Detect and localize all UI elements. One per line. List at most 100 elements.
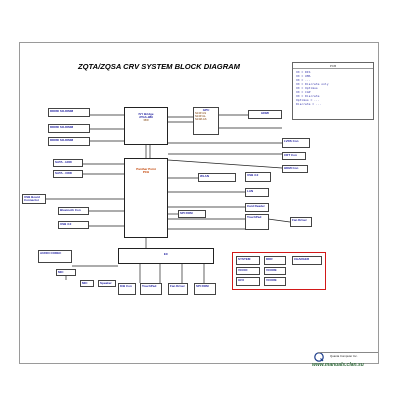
pch-sub: PCH: [142, 169, 150, 174]
note-line: XX = CAP: [296, 90, 311, 94]
power-block: CHARGER: [292, 256, 322, 265]
spi-rom-label: SPI ROM: [180, 210, 193, 215]
speaker-block: Speaker: [98, 280, 116, 287]
ec-peripheral-label: SPI ROM: [196, 283, 209, 288]
hdmi-con-label: HDMI Con: [284, 165, 299, 170]
wlan-label: WLAN: [200, 173, 209, 178]
cpu-title: IVY Bridge: [138, 111, 154, 116]
power-block-label: VCCIO: [238, 267, 248, 272]
gpu-line: N13P-GL: [195, 114, 206, 118]
usb-board: USB Board Connector: [22, 194, 46, 204]
speaker-label: Speaker: [100, 280, 112, 285]
mic-label: MIC: [58, 269, 64, 274]
title-block: Quanta Computer Inc.: [318, 352, 378, 365]
audio-label: AUDIO CODEC: [40, 250, 62, 255]
notes-header: PCB: [293, 64, 373, 69]
schematic-sheet: [19, 42, 379, 364]
touchpad-block: TouchPad: [245, 214, 269, 230]
power-block-label: CHARGER: [294, 256, 310, 261]
gpu-block: GPU N13P-GS N13P-GL N13M-GS: [193, 107, 219, 135]
hdmi-label: HDMI: [261, 110, 269, 115]
lvds-connector: LVDS Con: [282, 138, 310, 148]
note-line: XX = Optimus: [296, 86, 318, 90]
bluetooth-connector: Bluetooth Con: [58, 207, 89, 215]
usb-label: USB 3.0: [247, 172, 259, 177]
power-block-label: DDR: [266, 256, 273, 261]
usb-board-label: USB Board Connector: [24, 194, 40, 202]
pch-block: Panther Point PCH: [124, 158, 168, 238]
note-line: Optimus = ...: [296, 98, 320, 102]
power-block: GFX: [236, 277, 260, 286]
power-block: VCORE: [264, 267, 286, 275]
company-name: Quanta Computer Inc.: [330, 354, 358, 358]
note-line: XX = Discrete: [296, 94, 320, 98]
ec-peripheral-label: Fan Driver: [170, 283, 185, 288]
mic-block: MIC: [56, 269, 76, 276]
ec-block: EC: [118, 248, 214, 264]
wlan-block: WLAN: [198, 173, 236, 182]
touchpad-label: TouchPad: [247, 214, 262, 219]
cpu-sub: rPGA-989: [139, 114, 153, 119]
power-block-label: VCORE: [266, 277, 277, 282]
power-block-label: GFX: [238, 277, 245, 282]
ddr-slot-a: DDRIII SO-DIMM: [48, 108, 90, 117]
hp-label: MIC: [82, 280, 88, 285]
ddr-slot-c-label: DDRIII SO-DIMM: [50, 137, 74, 142]
sata-odd: SATA - ODD: [53, 170, 83, 178]
ddr-slot-a-label: DDRIII SO-DIMM: [50, 108, 74, 113]
note-line: Discrete = ...: [296, 102, 322, 106]
cpu-power: 35W: [143, 118, 149, 122]
hp-block: MIC: [80, 280, 94, 287]
sata-odd-label: SATA - ODD: [55, 170, 72, 175]
power-block-label: VCORE: [266, 267, 277, 272]
note-line: XX = Discrete only: [296, 82, 329, 86]
spi-rom: SPI ROM: [178, 210, 206, 218]
cpu-block: IVY Bridge rPGA-989 35W: [124, 107, 168, 145]
note-line: XX = UMA: [296, 74, 311, 78]
ec-peripheral-3: SPI ROM: [194, 283, 216, 295]
power-block: DDR: [264, 256, 286, 265]
cardreader-block: Card Reader: [245, 203, 269, 212]
hdmi-connector: HDMI Con: [282, 165, 308, 173]
fan-block: Fan Driver: [290, 217, 312, 227]
ddr-slot-c: DDRIII SO-DIMM: [48, 137, 90, 146]
ec-peripheral-label: TouchPad: [142, 283, 157, 288]
notes-box: PCB XX = DIS XX = UMA XX = ... XX = Disc…: [292, 62, 374, 120]
ec-peripheral-1: TouchPad: [140, 283, 162, 295]
watermark: www.manuals.clan.su: [312, 362, 364, 368]
ddr-slot-b-label: DDRIII SO-DIMM: [50, 124, 74, 129]
gpu-line: N13P-GS: [195, 111, 207, 115]
diagram-title: ZQTA/ZQSA CRV SYSTEM BLOCK DIAGRAM: [78, 62, 240, 71]
power-block: VCCIO: [236, 267, 260, 275]
power-block: VCORE: [264, 277, 286, 286]
sata-hdd-label: SATA - HDD: [55, 159, 72, 164]
lan-label: LAN: [247, 188, 254, 193]
kb-label: K/B Con: [120, 283, 132, 288]
ec-title: EC: [163, 251, 169, 256]
usb-block: USB 3.0: [245, 172, 271, 182]
cardreader-label: Card Reader: [247, 203, 265, 208]
ec-peripheral-2: Fan Driver: [168, 283, 188, 295]
note-line: XX = DIS: [296, 70, 311, 74]
power-blocks-frame: [232, 252, 326, 290]
pch-title: Panther Point: [136, 166, 156, 171]
power-block-label: SYSTEM: [238, 256, 251, 261]
sata-hdd: SATA - HDD: [53, 159, 83, 167]
ddr-slot-b: DDRIII SO-DIMM: [48, 124, 90, 133]
lvds-label: LVDS Con: [284, 138, 299, 143]
kb-connector: K/B Con: [118, 283, 136, 295]
gpu-title: GPU: [202, 107, 210, 112]
note-line: XX = ...: [296, 78, 311, 82]
usb3-label: USB 3.0: [60, 221, 72, 226]
lan-block: LAN: [245, 188, 269, 197]
crt-label: CRT Con: [284, 152, 297, 157]
fan-label: Fan Driver: [292, 217, 307, 222]
usb3-block: USB 3.0: [58, 221, 89, 229]
power-block: SYSTEM: [236, 256, 260, 265]
hdmi-block: HDMI: [248, 110, 282, 119]
audio-codec: AUDIO CODEC: [38, 250, 72, 263]
crt-connector: CRT Con: [282, 152, 306, 160]
bluetooth-label: Bluetooth Con: [60, 207, 81, 212]
gpu-line: N13M-GS: [195, 118, 207, 122]
